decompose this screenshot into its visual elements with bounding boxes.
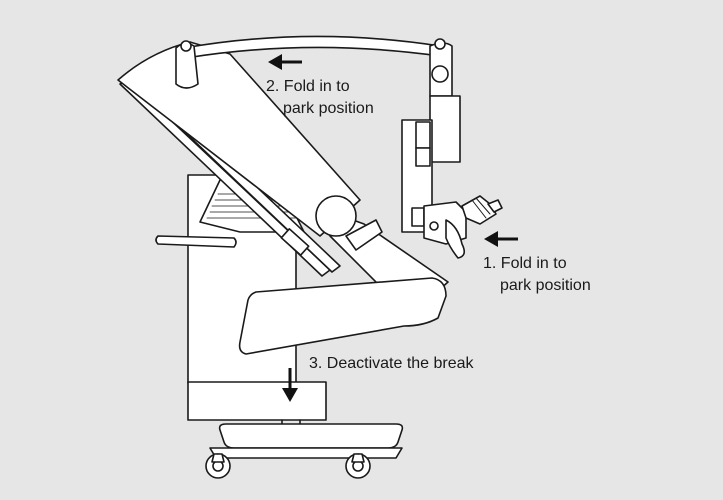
microscope-head bbox=[423, 195, 503, 259]
tilt-arm bbox=[401, 95, 461, 233]
stand-base bbox=[205, 423, 404, 479]
callout-fold-arm-line2: park position bbox=[283, 100, 374, 117]
callout-fold-head-line2: park position bbox=[500, 277, 591, 294]
brake-box bbox=[187, 381, 327, 427]
callout-fold-arm: 2. Fold in to park position bbox=[266, 76, 374, 120]
top-arm bbox=[175, 35, 453, 97]
main-arm bbox=[117, 41, 361, 237]
callout-fold-arm-line1: 2. Fold in to bbox=[266, 78, 350, 95]
stand-handle bbox=[155, 235, 237, 248]
callout-fold-head: 1. Fold in to park position bbox=[483, 253, 591, 297]
callout-brake-line1: 3. Deactivate the break bbox=[309, 355, 474, 372]
base-arm-housing bbox=[238, 277, 447, 355]
callout-brake: 3. Deactivate the break bbox=[309, 353, 474, 375]
arrow-left-head bbox=[484, 231, 518, 247]
callout-fold-head-line1: 1. Fold in to bbox=[483, 255, 567, 272]
arrow-left-arm bbox=[268, 54, 302, 70]
arrow-down-brake bbox=[282, 368, 298, 402]
